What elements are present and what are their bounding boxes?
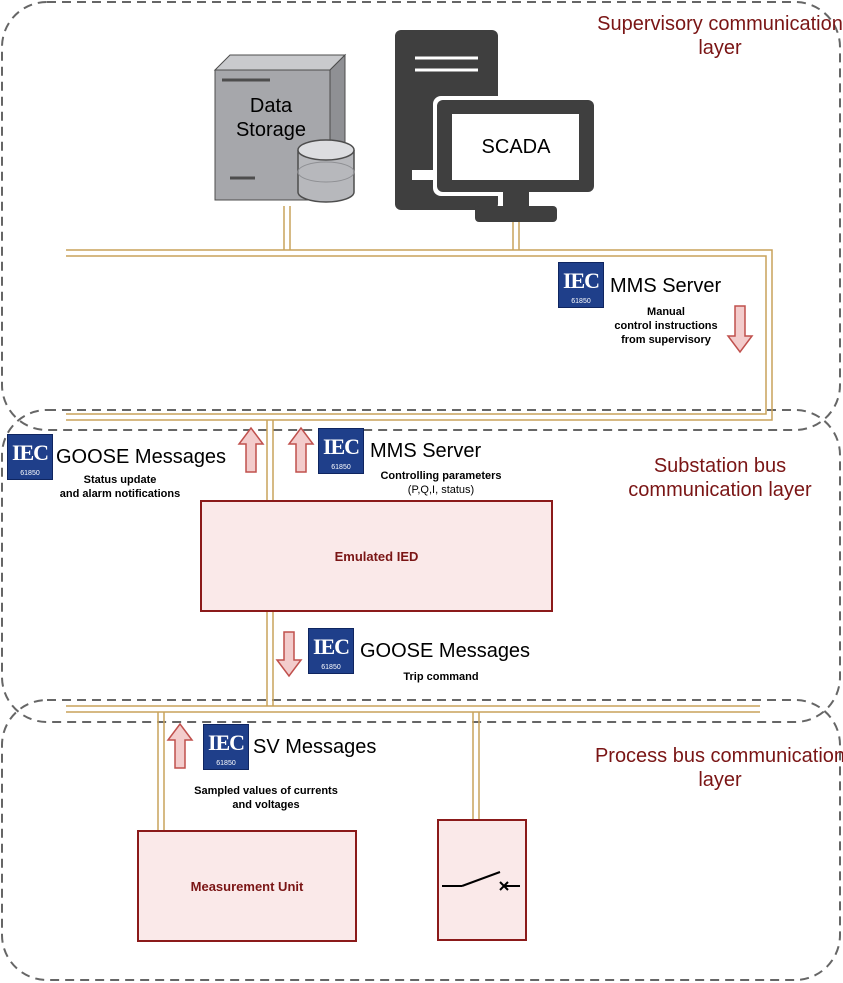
iec-logo-text: IEC — [11, 440, 49, 465]
substation-layer-outline — [1, 409, 841, 723]
breaker-switch-icon — [442, 871, 520, 891]
arrow-down-goose-trip — [275, 631, 303, 678]
process-bus — [66, 705, 760, 713]
mms-top-note: Manual control instructions from supervi… — [596, 305, 736, 347]
bus-drops — [157, 206, 520, 830]
arrow-up-mms-mid — [287, 426, 315, 473]
goose-left-note-line2: and alarm notifications — [59, 488, 181, 500]
iec-logo-mms-mid: IEC 61850 — [318, 428, 364, 474]
iec-logo-number: 61850 — [571, 298, 591, 305]
substation-layer-title: Substation bus communication layer — [590, 454, 843, 502]
process-layer-outline — [1, 699, 841, 981]
goose-left-title: GOOSE Messages — [56, 446, 227, 468]
iec-logo-text: IEC — [207, 730, 245, 755]
scada-workstation-icon — [395, 30, 598, 222]
iec-logo-number: 61850 — [216, 760, 236, 767]
mms-top-note-line1: Manual — [647, 306, 685, 318]
iec-logo-number: 61850 — [20, 470, 40, 477]
circuit-breaker-box — [437, 819, 527, 941]
mms-top-note-line2: control instructions — [614, 320, 718, 332]
goose-left-note-line1: Status update — [83, 474, 157, 486]
iec-logo-text: IEC — [312, 634, 350, 659]
sv-note-line2: and voltages — [232, 799, 300, 811]
arrow-up-goose-left — [237, 426, 265, 473]
process-layer-title: Process bus communication layer — [590, 744, 843, 792]
supervisory-layer-label: Supervisory communication layer — [597, 13, 843, 59]
goose-left-note: Status update and alarm notifications — [40, 473, 200, 501]
sv-note-line1: Sampled values of currents — [194, 785, 338, 797]
iec-logo-number: 61850 — [331, 464, 351, 471]
measurement-unit-box: Measurement Unit — [137, 830, 357, 942]
supervisory-layer-title: Supervisory communication layer — [590, 12, 843, 60]
data-storage-label: Data Storage — [235, 95, 307, 141]
mms-mid-note-line1: Controlling parameters — [380, 470, 502, 482]
substation-layer-label: Substation bus communication layer — [628, 455, 812, 501]
goose-trip-note-line1: Trip command — [403, 671, 479, 683]
iec-logo-goose-trip: IEC 61850 — [308, 628, 354, 674]
mms-mid-title: MMS Server — [370, 440, 482, 462]
emulated-ied-label: Emulated IED — [334, 548, 419, 564]
mms-mid-note: Controlling parameters (P,Q,I, status) — [366, 469, 516, 497]
mms-mid-note-line2: (P,Q,I, status) — [407, 484, 475, 496]
goose-trip-note: Trip command — [386, 670, 496, 684]
iec-logo-text: IEC — [562, 268, 600, 293]
measurement-unit-label: Measurement Unit — [190, 878, 304, 894]
data-storage-server-icon — [213, 53, 355, 203]
iec-logo-sv: IEC 61850 — [203, 724, 249, 770]
supervisory-bus — [66, 249, 773, 421]
iec-logo-number: 61850 — [321, 664, 341, 671]
mms-top-note-line3: from supervisory — [621, 334, 711, 346]
iec-logo-mms-top: IEC 61850 — [558, 262, 604, 308]
sv-title: SV Messages — [253, 736, 377, 758]
goose-trip-title: GOOSE Messages — [360, 640, 531, 662]
arrow-down-mms-top — [726, 305, 754, 354]
sv-note: Sampled values of currents and voltages — [176, 784, 356, 812]
scada-label: SCADA — [481, 136, 551, 158]
emulated-ied-box: Emulated IED — [200, 500, 553, 612]
mms-top-title: MMS Server — [610, 275, 722, 297]
process-layer-label: Process bus communication layer — [594, 745, 843, 791]
iec-logo-text: IEC — [322, 434, 360, 459]
iec-logo-goose-left: IEC 61850 — [7, 434, 53, 480]
arrow-up-sv — [166, 722, 194, 769]
